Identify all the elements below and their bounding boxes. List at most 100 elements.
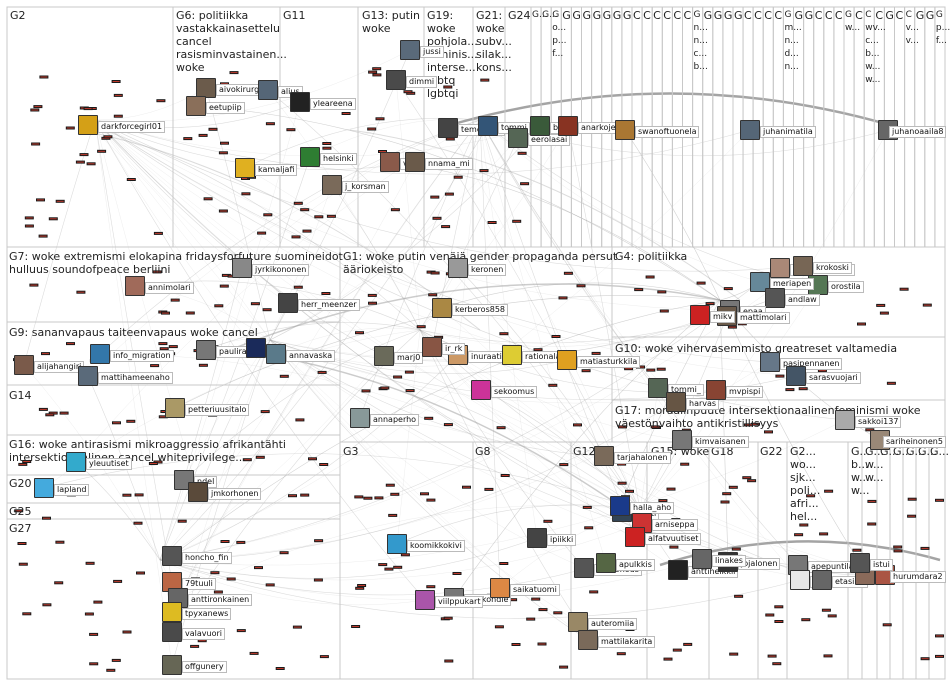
avatar-node-jyrkikononen[interactable] (232, 258, 252, 278)
avatar-node-sekoomus[interactable] (471, 380, 491, 400)
avatar-node-eerolasai[interactable] (508, 128, 528, 148)
avatar-node-herr_meenzer[interactable] (278, 293, 298, 313)
avatar-node-harvas[interactable] (666, 392, 686, 412)
mini-node-accent (592, 352, 600, 354)
avatar-node-ipiikki[interactable] (527, 528, 547, 548)
mini-node-accent (818, 370, 826, 372)
avatar-node-sakkoi137[interactable] (835, 410, 855, 430)
avatar-node-dimmi[interactable] (386, 70, 406, 90)
avatar-node-tommi_[interactable] (648, 378, 668, 398)
mini-node-accent (858, 323, 865, 325)
avatar-node-j_korsman[interactable] (322, 175, 342, 195)
mini-node-accent (618, 463, 626, 465)
avatar-node-helsinki[interactable] (300, 147, 320, 167)
avatar-node-temonenn[interactable] (438, 118, 458, 138)
avatar-node-rationalat[interactable] (502, 345, 522, 365)
avatar-node-sarasvuojari[interactable] (786, 366, 806, 386)
avatar-node-lapland[interactable] (34, 478, 54, 498)
avatar-node-kimvaisanen[interactable] (672, 430, 692, 450)
avatar-node-mvpispi[interactable] (706, 380, 726, 400)
avatar-node-swanoftuonela[interactable] (615, 120, 635, 140)
avatar-node-petteriuusitalo[interactable] (165, 398, 185, 418)
avatar-node-eetupiip[interactable] (186, 96, 206, 116)
avatar-node-saikatuomi[interactable] (490, 578, 510, 598)
avatar-node-yleareena[interactable] (290, 92, 310, 112)
avatar-node-alijahangiri[interactable] (14, 355, 34, 375)
avatar-node-juhanimatila[interactable] (740, 120, 760, 140)
avatar-node-apulkkis[interactable] (596, 553, 616, 573)
avatar-node-alfatvuutiset[interactable] (625, 527, 645, 547)
avatar-node-marj0[interactable] (374, 346, 394, 366)
avatar-node-veitera[interactable] (380, 152, 400, 172)
avatar-node-yleuutiset[interactable] (66, 452, 86, 472)
avatar-node-mattilakarita[interactable] (578, 630, 598, 650)
avatar-node-aivokirurgi[interactable] (196, 78, 216, 98)
avatar-node-paulirau[interactable] (196, 340, 216, 360)
mini-node-accent (723, 493, 731, 495)
avatar-node-linakes[interactable] (692, 549, 712, 569)
avatar-node-mattihameenaho[interactable] (78, 366, 98, 386)
node-label: info_migration (110, 350, 174, 362)
avatar-node-koomikkokivi[interactable] (387, 534, 407, 554)
avatar-node-veronikahonka[interactable] (770, 258, 790, 278)
avatar-node-ir_rk[interactable] (422, 337, 442, 357)
mini-node-accent (532, 598, 540, 600)
mini-node-accent (43, 517, 50, 519)
mini-node-accent (495, 626, 503, 628)
mini-node-accent (214, 591, 222, 593)
mini-node-accent (127, 179, 135, 180)
mini-node-accent (157, 100, 165, 102)
avatar-node-auteromiia[interactable] (568, 612, 588, 632)
avatar-node-jussi[interactable] (400, 40, 420, 60)
avatar-node-annaperho[interactable] (350, 408, 370, 428)
avatar-node-nnama_mi[interactable] (405, 152, 425, 172)
avatar-node-tommi[interactable] (478, 116, 498, 136)
node-label: tarjahalonen (614, 452, 671, 464)
avatar-node-info_migration[interactable] (90, 344, 110, 364)
avatar-node-anarkojesse[interactable] (558, 116, 578, 136)
mini-node-accent (209, 128, 217, 130)
mini-node-accent (178, 520, 186, 522)
avatar-node-etasiira[interactable] (812, 570, 832, 590)
avatar-node-halla_aho[interactable] (610, 496, 630, 516)
avatar-node-annimolari[interactable] (125, 276, 145, 296)
mini-node-accent (287, 129, 295, 131)
mini-node-accent (327, 215, 335, 217)
avatar-node-anttiheikkil[interactable] (668, 560, 688, 580)
avatar-node-bimalborah119[interactable] (530, 116, 550, 136)
avatar-node-keronen[interactable] (448, 258, 468, 278)
mini-node-accent (583, 506, 591, 508)
avatar-node-pasipennanen[interactable] (760, 352, 780, 372)
avatar-node-kamaljafi[interactable] (235, 158, 255, 178)
mini-node-accent (549, 384, 557, 386)
mini-node-accent (500, 333, 508, 335)
avatar-node-annavaska[interactable] (266, 344, 286, 364)
avatar-node-krokoski[interactable] (793, 256, 813, 276)
avatar-node-jmkorhonen[interactable] (188, 482, 208, 502)
node-label: lapland (54, 484, 90, 496)
graph-edge (159, 129, 751, 561)
avatar-node-viilppukart[interactable] (415, 590, 435, 610)
mini-node-accent (394, 566, 402, 568)
avatar-node-mikv[interactable] (690, 305, 710, 325)
avatar-node-tpyxanews[interactable] (162, 602, 182, 622)
mini-node-accent (303, 230, 311, 232)
avatar-node-valavuori[interactable] (162, 622, 182, 642)
avatar-node-matiasturkkila[interactable] (557, 350, 577, 370)
avatar-node-l_s_poliisi[interactable] (790, 570, 810, 590)
avatar-node-offgunery[interactable] (162, 655, 182, 675)
node-label: kamaljafi (255, 164, 298, 176)
mini-node-accent (752, 423, 759, 425)
avatar-node-darkforcegirl01[interactable] (78, 115, 98, 135)
avatar-node-alius[interactable] (258, 80, 278, 100)
avatar-node-demohous[interactable] (574, 558, 594, 578)
avatar-node-andlaw[interactable] (765, 288, 785, 308)
avatar-node-istui[interactable] (850, 553, 870, 573)
avatar-node-tarjahalonen[interactable] (594, 446, 614, 466)
avatar-node-kerberos858[interactable] (432, 298, 452, 318)
avatar-node-meriapen[interactable] (750, 272, 770, 292)
avatar-node-honcho_fin[interactable] (162, 546, 182, 566)
graph-edge (159, 537, 538, 579)
node-label: krokoski (813, 262, 852, 274)
avatar-node-hsfi[interactable] (246, 338, 266, 358)
